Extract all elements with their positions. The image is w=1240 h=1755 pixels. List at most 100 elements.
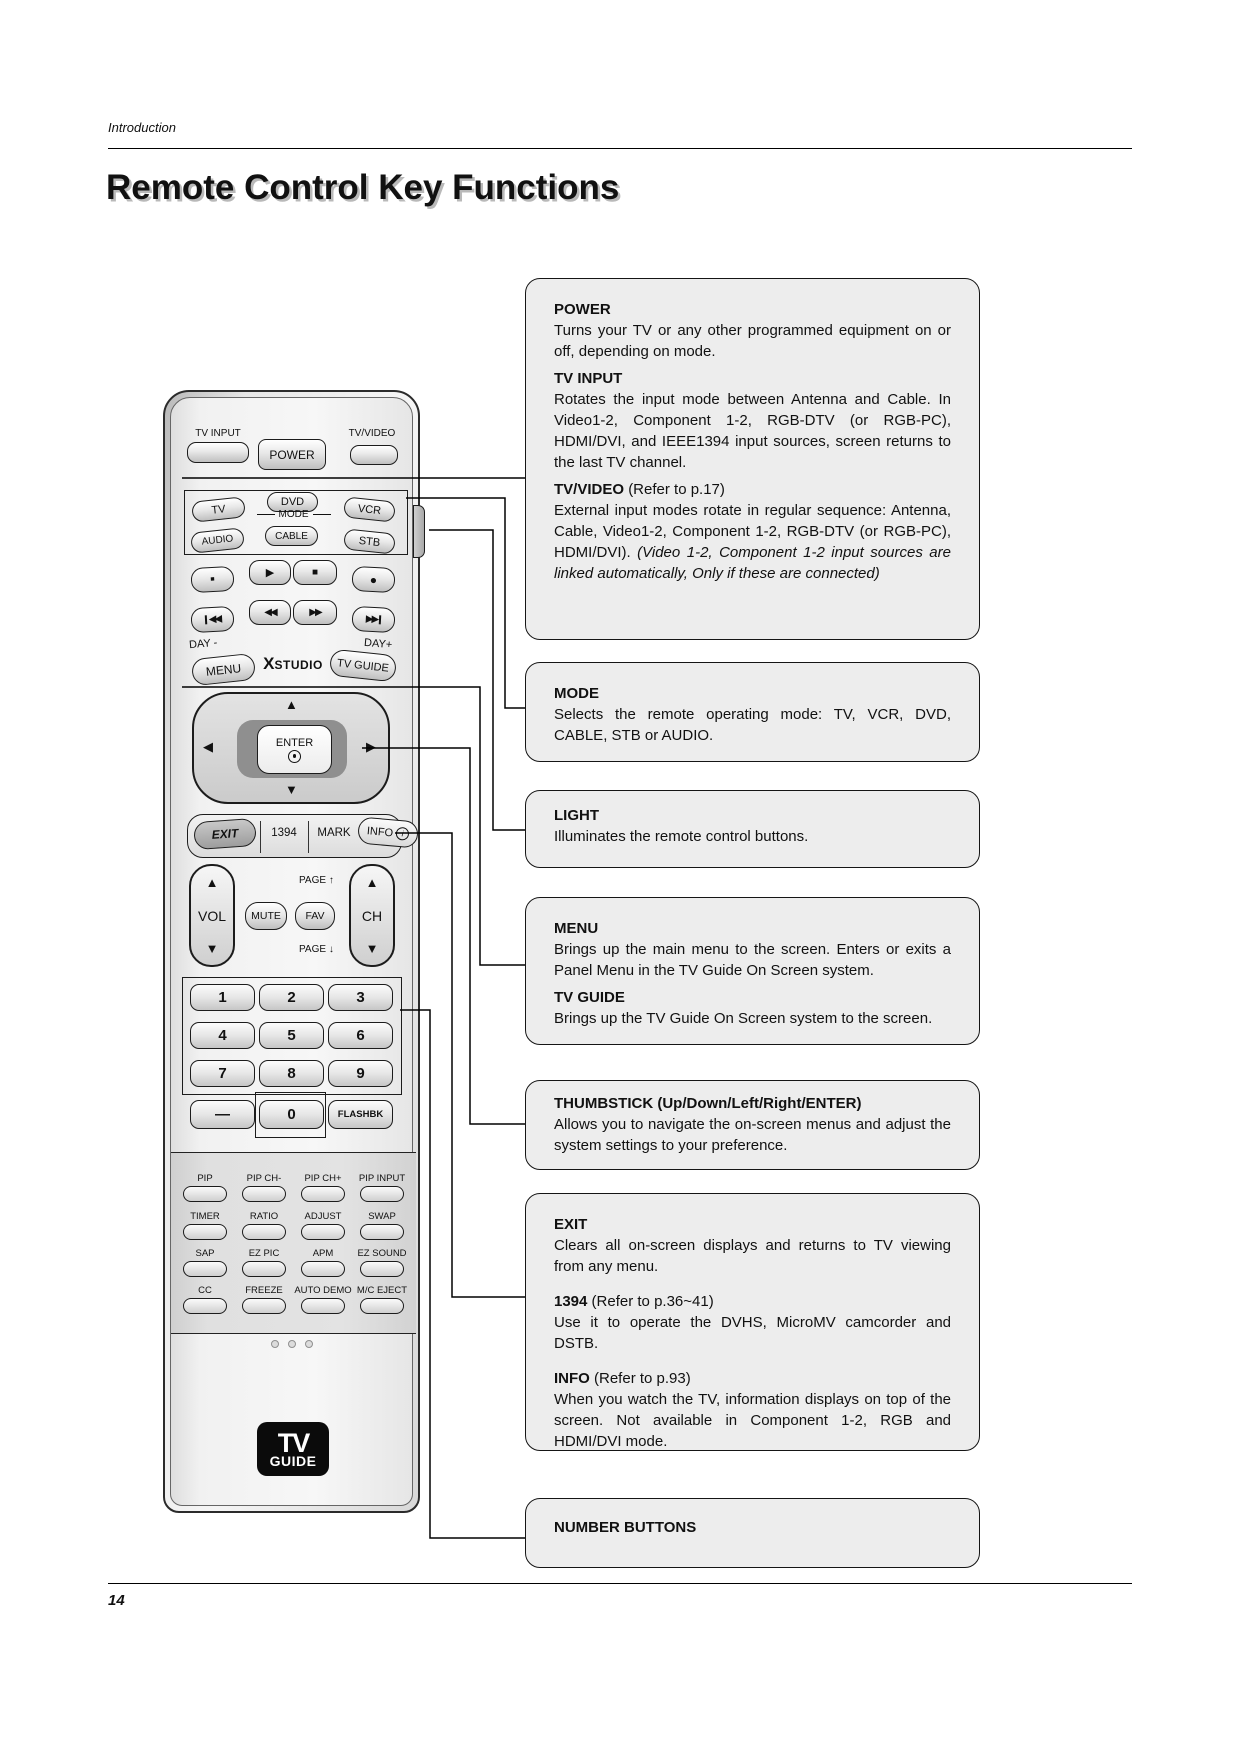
button-1394[interactable]: 1394 xyxy=(271,827,297,839)
pip-ch-plus-label: PIP CH+ xyxy=(304,1173,342,1184)
day-minus-label: DAY - xyxy=(188,636,218,652)
enter-button[interactable]: ENTER xyxy=(257,725,332,774)
swap-button[interactable] xyxy=(360,1224,404,1240)
digit-6-button[interactable]: 6 xyxy=(328,1022,393,1049)
power-button[interactable]: POWER xyxy=(258,439,326,470)
pip-input-label: PIP INPUT xyxy=(358,1173,406,1184)
fast-forward-button[interactable]: ▶▶ xyxy=(293,600,337,625)
callout-title: TV/VIDEO (Refer to p.17) xyxy=(554,481,725,498)
pip-button[interactable] xyxy=(183,1186,227,1202)
remote-control-illustration: TV INPUT POWER TV/VIDEO TV DVD VCR MODE … xyxy=(163,390,425,1513)
callout-body: Rotates the input mode between Antenna a… xyxy=(554,391,951,471)
callout-title: MENU xyxy=(554,920,599,937)
digit-4-button[interactable]: 4 xyxy=(190,1022,255,1049)
thumbstick-down-arrow[interactable]: ▼ xyxy=(285,782,298,797)
pip-input-button[interactable] xyxy=(360,1186,404,1202)
callout-number-buttons: NUMBER BUTTONS xyxy=(525,1498,980,1568)
sap-button[interactable] xyxy=(183,1261,227,1277)
callout-menu: MENU Brings up the main menu to the scre… xyxy=(525,897,980,1045)
mode-dash-left xyxy=(256,513,275,515)
footer-divider xyxy=(108,1583,1132,1584)
rewind-button[interactable]: ◀◀ xyxy=(249,600,291,625)
mode-dvd-button[interactable]: DVD xyxy=(267,492,318,512)
pip-ch-minus-label: PIP CH- xyxy=(246,1173,282,1184)
ratio-button[interactable] xyxy=(242,1224,286,1240)
thumbstick-up-arrow[interactable]: ▲ xyxy=(285,697,298,712)
dash-button[interactable]: — xyxy=(190,1100,255,1129)
tv-video-button[interactable] xyxy=(350,445,398,465)
stop-button[interactable]: ■ xyxy=(293,560,337,585)
callout-title: TV GUIDE xyxy=(554,989,625,1006)
exit-button[interactable]: EXIT xyxy=(193,817,257,851)
timer-label: TIMER xyxy=(190,1211,220,1222)
cc-button[interactable] xyxy=(183,1298,227,1314)
play-button[interactable]: ▶ xyxy=(249,560,291,585)
apm-button[interactable] xyxy=(301,1261,345,1277)
record-button[interactable]: ● xyxy=(351,565,396,594)
timer-button[interactable] xyxy=(183,1224,227,1240)
info-button[interactable]: INFO i xyxy=(356,816,420,849)
pip-ch-plus-button[interactable] xyxy=(301,1186,345,1202)
segment-divider xyxy=(260,821,261,853)
pause-button[interactable]: ■ xyxy=(190,565,235,594)
swap-label: SWAP xyxy=(368,1211,396,1222)
brand-logo: XSTUDIO xyxy=(263,654,323,673)
mc-eject-button[interactable] xyxy=(360,1298,404,1314)
thumbstick-left-arrow[interactable]: ◀ xyxy=(203,739,213,754)
skip-back-button[interactable]: ◀◀ xyxy=(190,605,235,634)
apm-label: APM xyxy=(312,1248,334,1259)
ez-sound-label: EZ SOUND xyxy=(357,1248,407,1259)
digit-8-button[interactable]: 8 xyxy=(259,1060,324,1087)
digit-7-button[interactable]: 7 xyxy=(190,1060,255,1087)
fav-button[interactable]: FAV xyxy=(295,902,335,930)
mute-button[interactable]: MUTE xyxy=(245,902,287,930)
callout-title: POWER xyxy=(554,301,611,318)
digit-5-button[interactable]: 5 xyxy=(259,1022,324,1049)
thumbstick-right-arrow[interactable]: ▶ xyxy=(366,739,376,754)
channel-rocker[interactable]: ▲ CH ▼ xyxy=(349,864,395,967)
callout-body: External input modes rotate in regular s… xyxy=(554,502,951,582)
skip-forward-button[interactable]: ▶▶ xyxy=(351,605,396,634)
volume-down-arrow[interactable]: ▼ xyxy=(205,941,219,956)
day-plus-label: DAY+ xyxy=(363,636,393,652)
page-down-label: PAGE ↓ xyxy=(299,944,334,955)
callout-body: Brings up the main menu to the screen. E… xyxy=(554,941,951,979)
callout-body: When you watch the TV, information displ… xyxy=(554,1391,951,1450)
page-down-icon: ↓ xyxy=(328,944,334,955)
tv-input-label: TV INPUT xyxy=(195,428,241,439)
digit-9-button[interactable]: 9 xyxy=(328,1060,393,1087)
ez-sound-button[interactable] xyxy=(360,1261,404,1277)
digit-1-button[interactable]: 1 xyxy=(190,984,255,1011)
header-divider xyxy=(108,148,1132,149)
callout-mode: MODE Selects the remote operating mode: … xyxy=(525,662,980,762)
volume-rocker[interactable]: ▲ VOL ▼ xyxy=(189,864,235,967)
callout-body: Selects the remote operating mode: TV, V… xyxy=(554,706,951,744)
flashbk-button[interactable]: FLASHBK xyxy=(328,1100,393,1129)
adjust-label: ADJUST xyxy=(304,1211,342,1222)
callout-body: Allows you to navigate the on-screen men… xyxy=(554,1116,951,1154)
breadcrumb: Introduction xyxy=(108,120,176,135)
segment-divider xyxy=(308,821,309,853)
freeze-button[interactable] xyxy=(242,1298,286,1314)
mark-button[interactable]: MARK xyxy=(317,827,351,839)
pip-ch-minus-button[interactable] xyxy=(242,1186,286,1202)
channel-down-arrow[interactable]: ▼ xyxy=(365,941,379,956)
volume-up-arrow[interactable]: ▲ xyxy=(205,875,219,890)
volume-label: VOL xyxy=(197,907,226,924)
callout-title: EXIT xyxy=(554,1216,588,1233)
tv-input-button[interactable] xyxy=(187,442,249,463)
channel-up-arrow[interactable]: ▲ xyxy=(365,875,379,890)
adjust-button[interactable] xyxy=(301,1224,345,1240)
zero-button[interactable]: 0 xyxy=(259,1100,324,1129)
ez-pic-label: EZ PIC xyxy=(248,1248,280,1259)
freeze-label: FREEZE xyxy=(245,1285,283,1296)
callout-body: Use it to operate the DVHS, MicroMV camc… xyxy=(554,1314,951,1352)
mode-cable-button[interactable]: CABLE xyxy=(265,526,318,546)
ez-pic-button[interactable] xyxy=(242,1261,286,1277)
digit-3-button[interactable]: 3 xyxy=(328,984,393,1011)
callout-body: Brings up the TV Guide On Screen system … xyxy=(554,1010,933,1027)
auto-demo-button[interactable] xyxy=(301,1298,345,1314)
digit-2-button[interactable]: 2 xyxy=(259,984,324,1011)
page-up-icon: ↑ xyxy=(328,875,334,886)
